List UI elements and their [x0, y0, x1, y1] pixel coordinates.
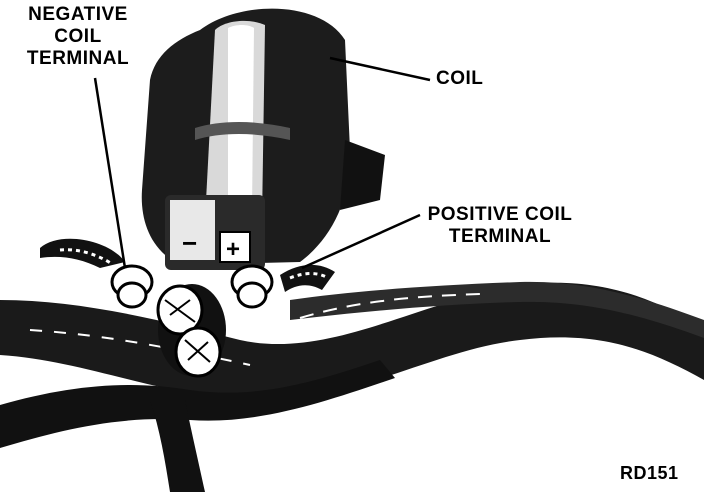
figure-id: RD151 — [620, 462, 679, 484]
negative-terminal-label-line-1: NEGATIVE — [8, 4, 148, 26]
center-wire-bundle — [158, 284, 226, 376]
negative-mark: − — [182, 228, 197, 258]
negative-terminal-label-line-3: TERMINAL — [8, 48, 148, 70]
positive-mark: + — [226, 236, 240, 263]
wiring-harness — [0, 282, 704, 492]
positive-terminal-label-line-2: TERMINAL — [420, 226, 580, 248]
coil-body — [142, 9, 385, 270]
positive-terminal-label-line-1: POSITIVE COIL — [420, 204, 580, 226]
positive-terminal-label: POSITIVE COIL TERMINAL — [420, 204, 580, 248]
negative-terminal — [40, 239, 152, 307]
negative-terminal-label-line-2: COIL — [8, 26, 148, 48]
coil-label: COIL — [436, 68, 483, 90]
negative-terminal-label: NEGATIVE COIL TERMINAL — [8, 4, 148, 70]
